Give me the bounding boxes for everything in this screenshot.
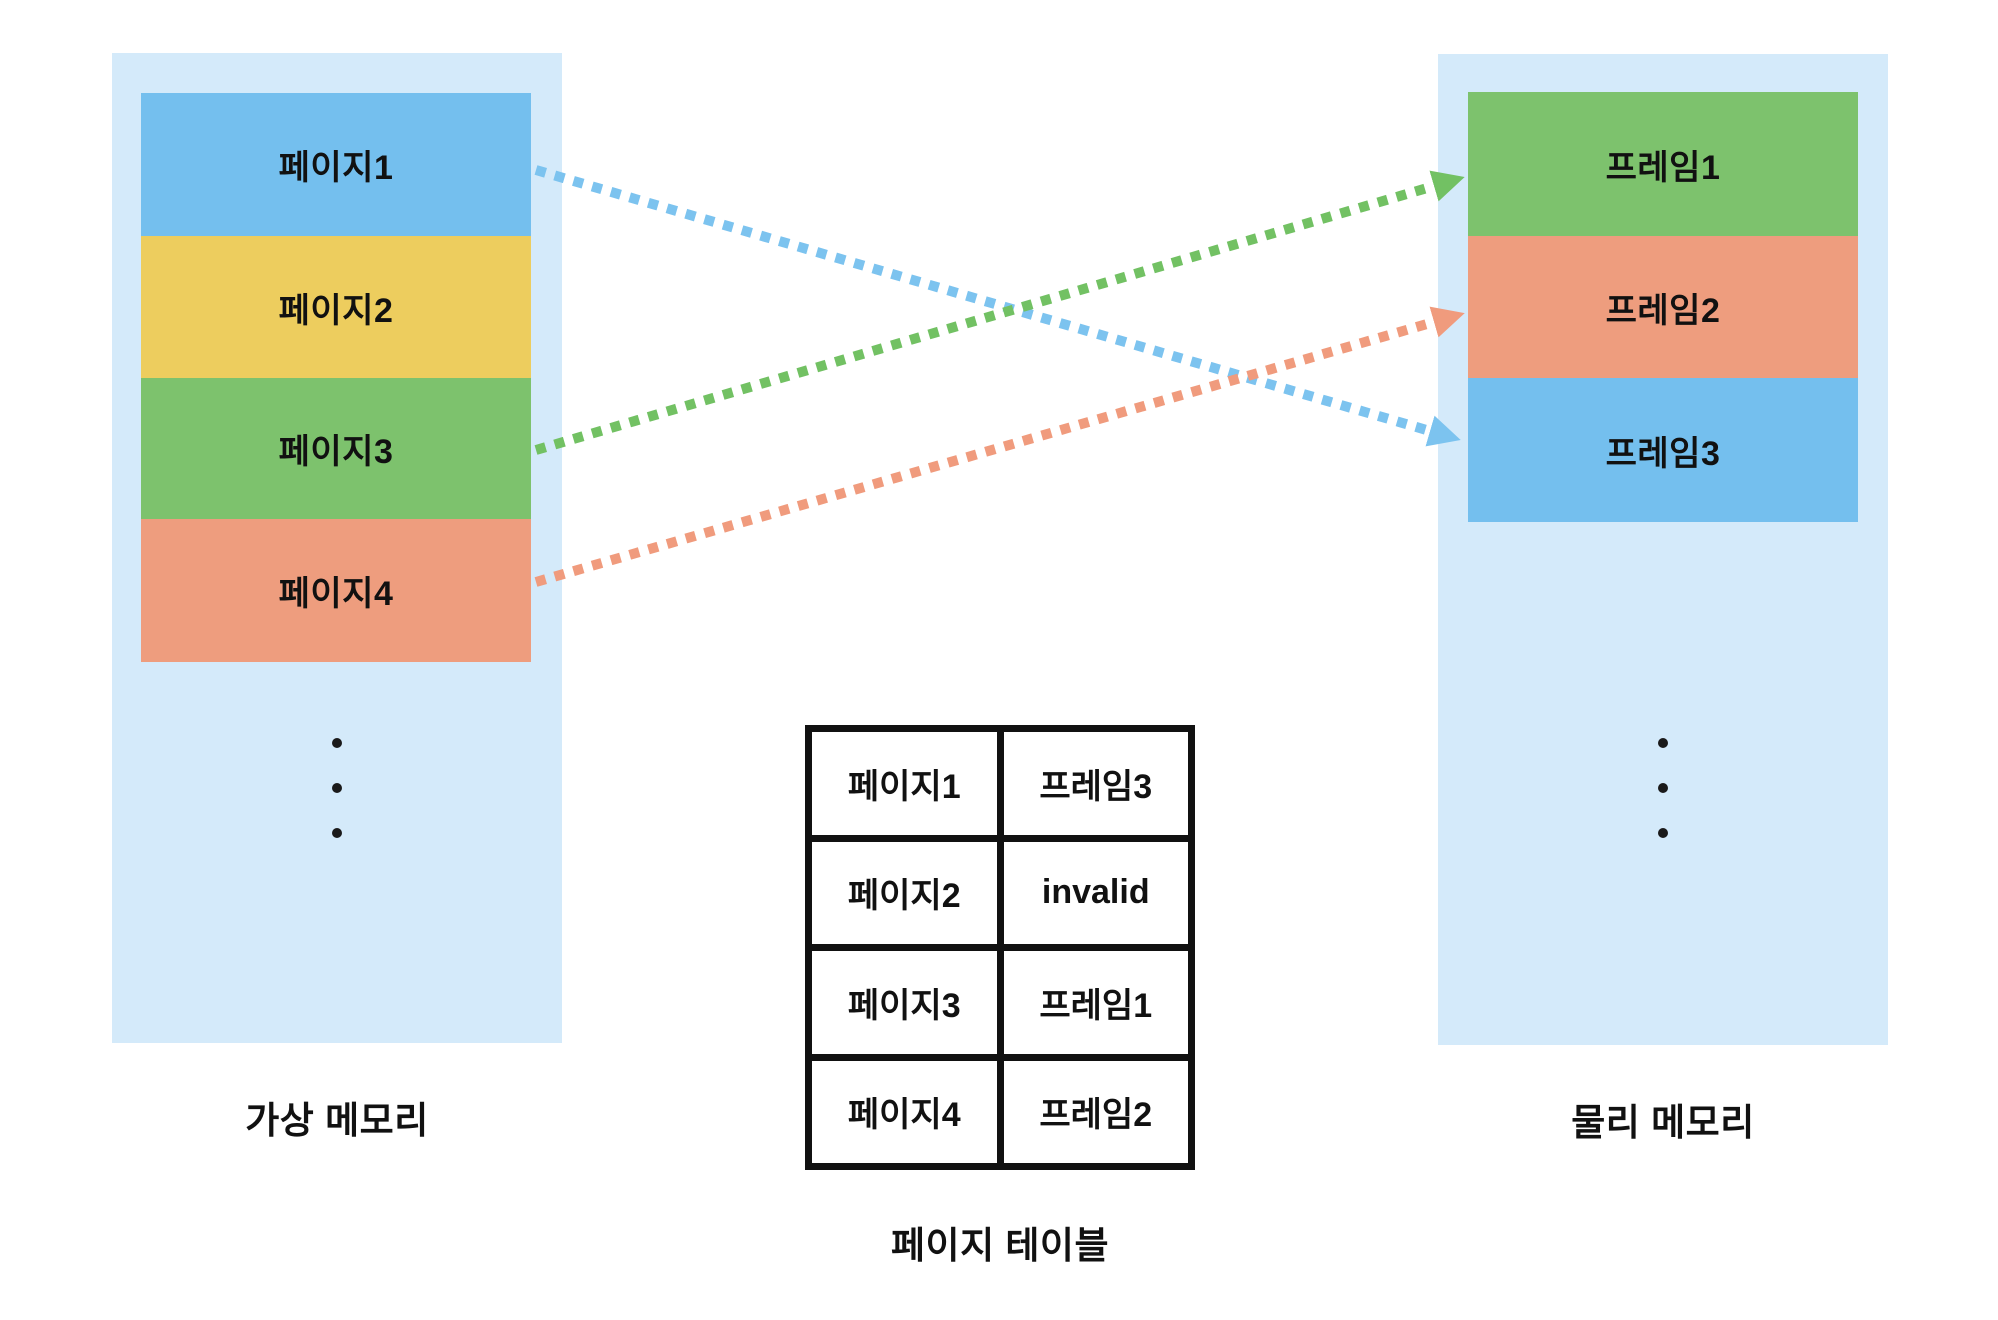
frame-block-3-label: 프레임3 <box>1605 434 1721 473</box>
mapping-arrow-page1-to-frame3 <box>534 165 1461 447</box>
page-block-2-label: 페이지2 <box>278 291 394 330</box>
physical-memory-panel: 프레임1 프레임2 프레임3 <box>1438 54 1888 1045</box>
page-table-cell-frame1: 프레임1 <box>1003 951 1188 1054</box>
ellipsis-dot <box>1658 783 1668 793</box>
frame-block-2: 프레임2 <box>1468 236 1858 378</box>
mapping-arrow-page3-to-frame1 <box>534 170 1465 455</box>
frame-block-1: 프레임1 <box>1468 92 1858 236</box>
page-table-cell-page3: 페이지3 <box>812 951 997 1054</box>
page-block-stack: 페이지1 페이지2 페이지3 페이지4 <box>141 93 531 662</box>
physical-memory-caption: 물리 메모리 <box>1571 1102 1755 1143</box>
ellipsis-dot <box>1658 738 1668 748</box>
ellipsis-dot <box>332 738 342 748</box>
page-table-cell-page4: 페이지4 <box>812 1060 997 1163</box>
page-block-1-label: 페이지1 <box>278 149 394 187</box>
ellipsis-dot <box>1658 828 1668 838</box>
frame-block-stack: 프레임1 프레임2 프레임3 <box>1468 92 1858 522</box>
page-block-1: 페이지1 <box>141 93 531 236</box>
frame-block-1-label: 프레임1 <box>1605 148 1721 187</box>
page-block-2: 페이지2 <box>141 236 531 378</box>
mapping-arrow-page4-to-frame2 <box>534 306 1465 587</box>
frame-block-3: 프레임3 <box>1468 378 1858 522</box>
page-table-cell-page1: 페이지1 <box>812 732 997 835</box>
page-block-3-label: 페이지3 <box>278 433 394 471</box>
ellipsis-dot <box>332 828 342 838</box>
page-table-cell-page2: 페이지2 <box>812 841 997 944</box>
page-table-caption: 페이지 테이블 <box>890 1225 1110 1266</box>
virtual-memory-ellipsis <box>112 738 562 838</box>
page-block-3: 페이지3 <box>141 378 531 519</box>
page-block-4: 페이지4 <box>141 519 531 662</box>
virtual-memory-panel: 페이지1 페이지2 페이지3 페이지4 <box>112 53 562 1043</box>
page-table-cell-invalid: invalid <box>1003 841 1188 944</box>
ellipsis-dot <box>332 783 342 793</box>
physical-memory-ellipsis <box>1438 738 1888 838</box>
page-table: 페이지1 프레임3 페이지2 invalid 페이지3 프레임1 페이지4 프레… <box>805 725 1195 1170</box>
frame-block-2-label: 프레임2 <box>1605 291 1721 330</box>
page-table-cell-frame2: 프레임2 <box>1003 1060 1188 1163</box>
virtual-memory-caption: 가상 메모리 <box>245 1100 429 1141</box>
page-block-4-label: 페이지4 <box>278 575 394 613</box>
page-table-cell-frame3: 프레임3 <box>1003 732 1188 835</box>
